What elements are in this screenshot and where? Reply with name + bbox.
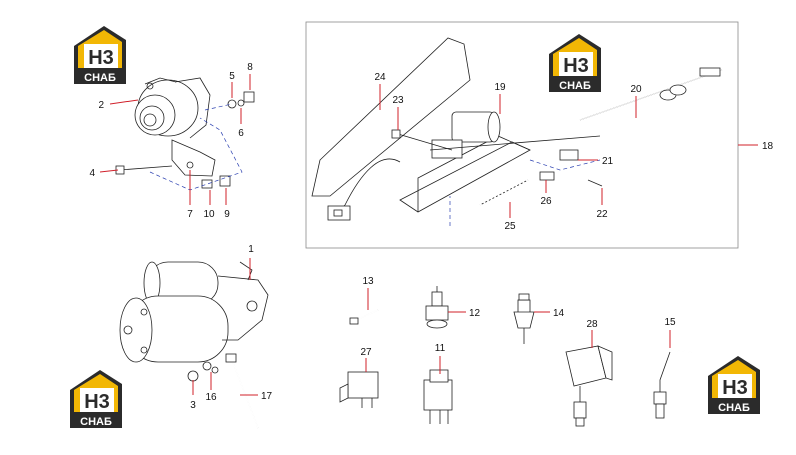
callout-27: 27 xyxy=(360,347,372,358)
glow-plug-15 xyxy=(653,349,693,419)
callout-21: 21 xyxy=(602,156,614,167)
stop-solenoid-assembly xyxy=(311,37,723,226)
logo-top-left: H3 СНАБ xyxy=(74,26,126,84)
controller-28 xyxy=(565,345,613,427)
alternator-assembly xyxy=(115,77,255,191)
callout-19: 19 xyxy=(494,82,506,93)
callout-26: 26 xyxy=(540,196,552,207)
sensor-13 xyxy=(349,309,379,325)
logo-bottom-right: H3 СНАБ xyxy=(708,356,760,414)
assembly-frame xyxy=(305,21,739,249)
logo-text: СНАБ xyxy=(718,402,750,414)
callout-4: 4 xyxy=(89,168,95,179)
callout-24: 24 xyxy=(374,72,386,83)
logo-text: СНАБ xyxy=(84,72,116,84)
logo-mark: H3 xyxy=(722,377,748,399)
callout-3: 3 xyxy=(190,400,196,411)
callout-23: 23 xyxy=(392,95,404,106)
logo-mark: H3 xyxy=(563,55,589,77)
callout-28: 28 xyxy=(586,319,598,330)
callout-20: 20 xyxy=(630,84,642,95)
callout-15: 15 xyxy=(664,317,676,328)
callout-22: 22 xyxy=(596,209,608,220)
callout-2: 2 xyxy=(98,100,104,111)
callout-5: 5 xyxy=(229,71,235,82)
callouts: 1 2 3 4 5 6 7 8 9 10 11 12 13 14 15 16 1… xyxy=(89,62,773,411)
logo-top-center: H3 СНАБ xyxy=(549,34,601,92)
callout-18: 18 xyxy=(762,141,774,152)
callout-7: 7 xyxy=(187,209,193,220)
callout-14: 14 xyxy=(553,308,565,319)
relay-27 xyxy=(339,371,379,408)
callout-6: 6 xyxy=(238,128,244,139)
callout-10: 10 xyxy=(203,209,215,220)
logo-bottom-left: H3 СНАБ xyxy=(70,370,122,428)
callout-12: 12 xyxy=(469,308,481,319)
starter-motor xyxy=(119,261,269,429)
leader-lines xyxy=(99,74,758,396)
callout-16: 16 xyxy=(205,392,217,403)
logo-text: СНАБ xyxy=(80,416,112,428)
callout-1: 1 xyxy=(248,244,254,255)
logo-mark: H3 xyxy=(84,391,110,413)
callout-25: 25 xyxy=(504,221,516,232)
callout-11: 11 xyxy=(435,343,446,354)
logo-text: СНАБ xyxy=(559,80,591,92)
callout-13: 13 xyxy=(362,276,374,287)
pressure-switch-12 xyxy=(425,286,449,329)
callout-8: 8 xyxy=(247,62,253,73)
callout-9: 9 xyxy=(224,209,230,220)
callout-17: 17 xyxy=(261,391,273,402)
sensor-14 xyxy=(513,293,535,344)
relay-11 xyxy=(423,369,453,424)
logo-mark: H3 xyxy=(88,47,114,69)
